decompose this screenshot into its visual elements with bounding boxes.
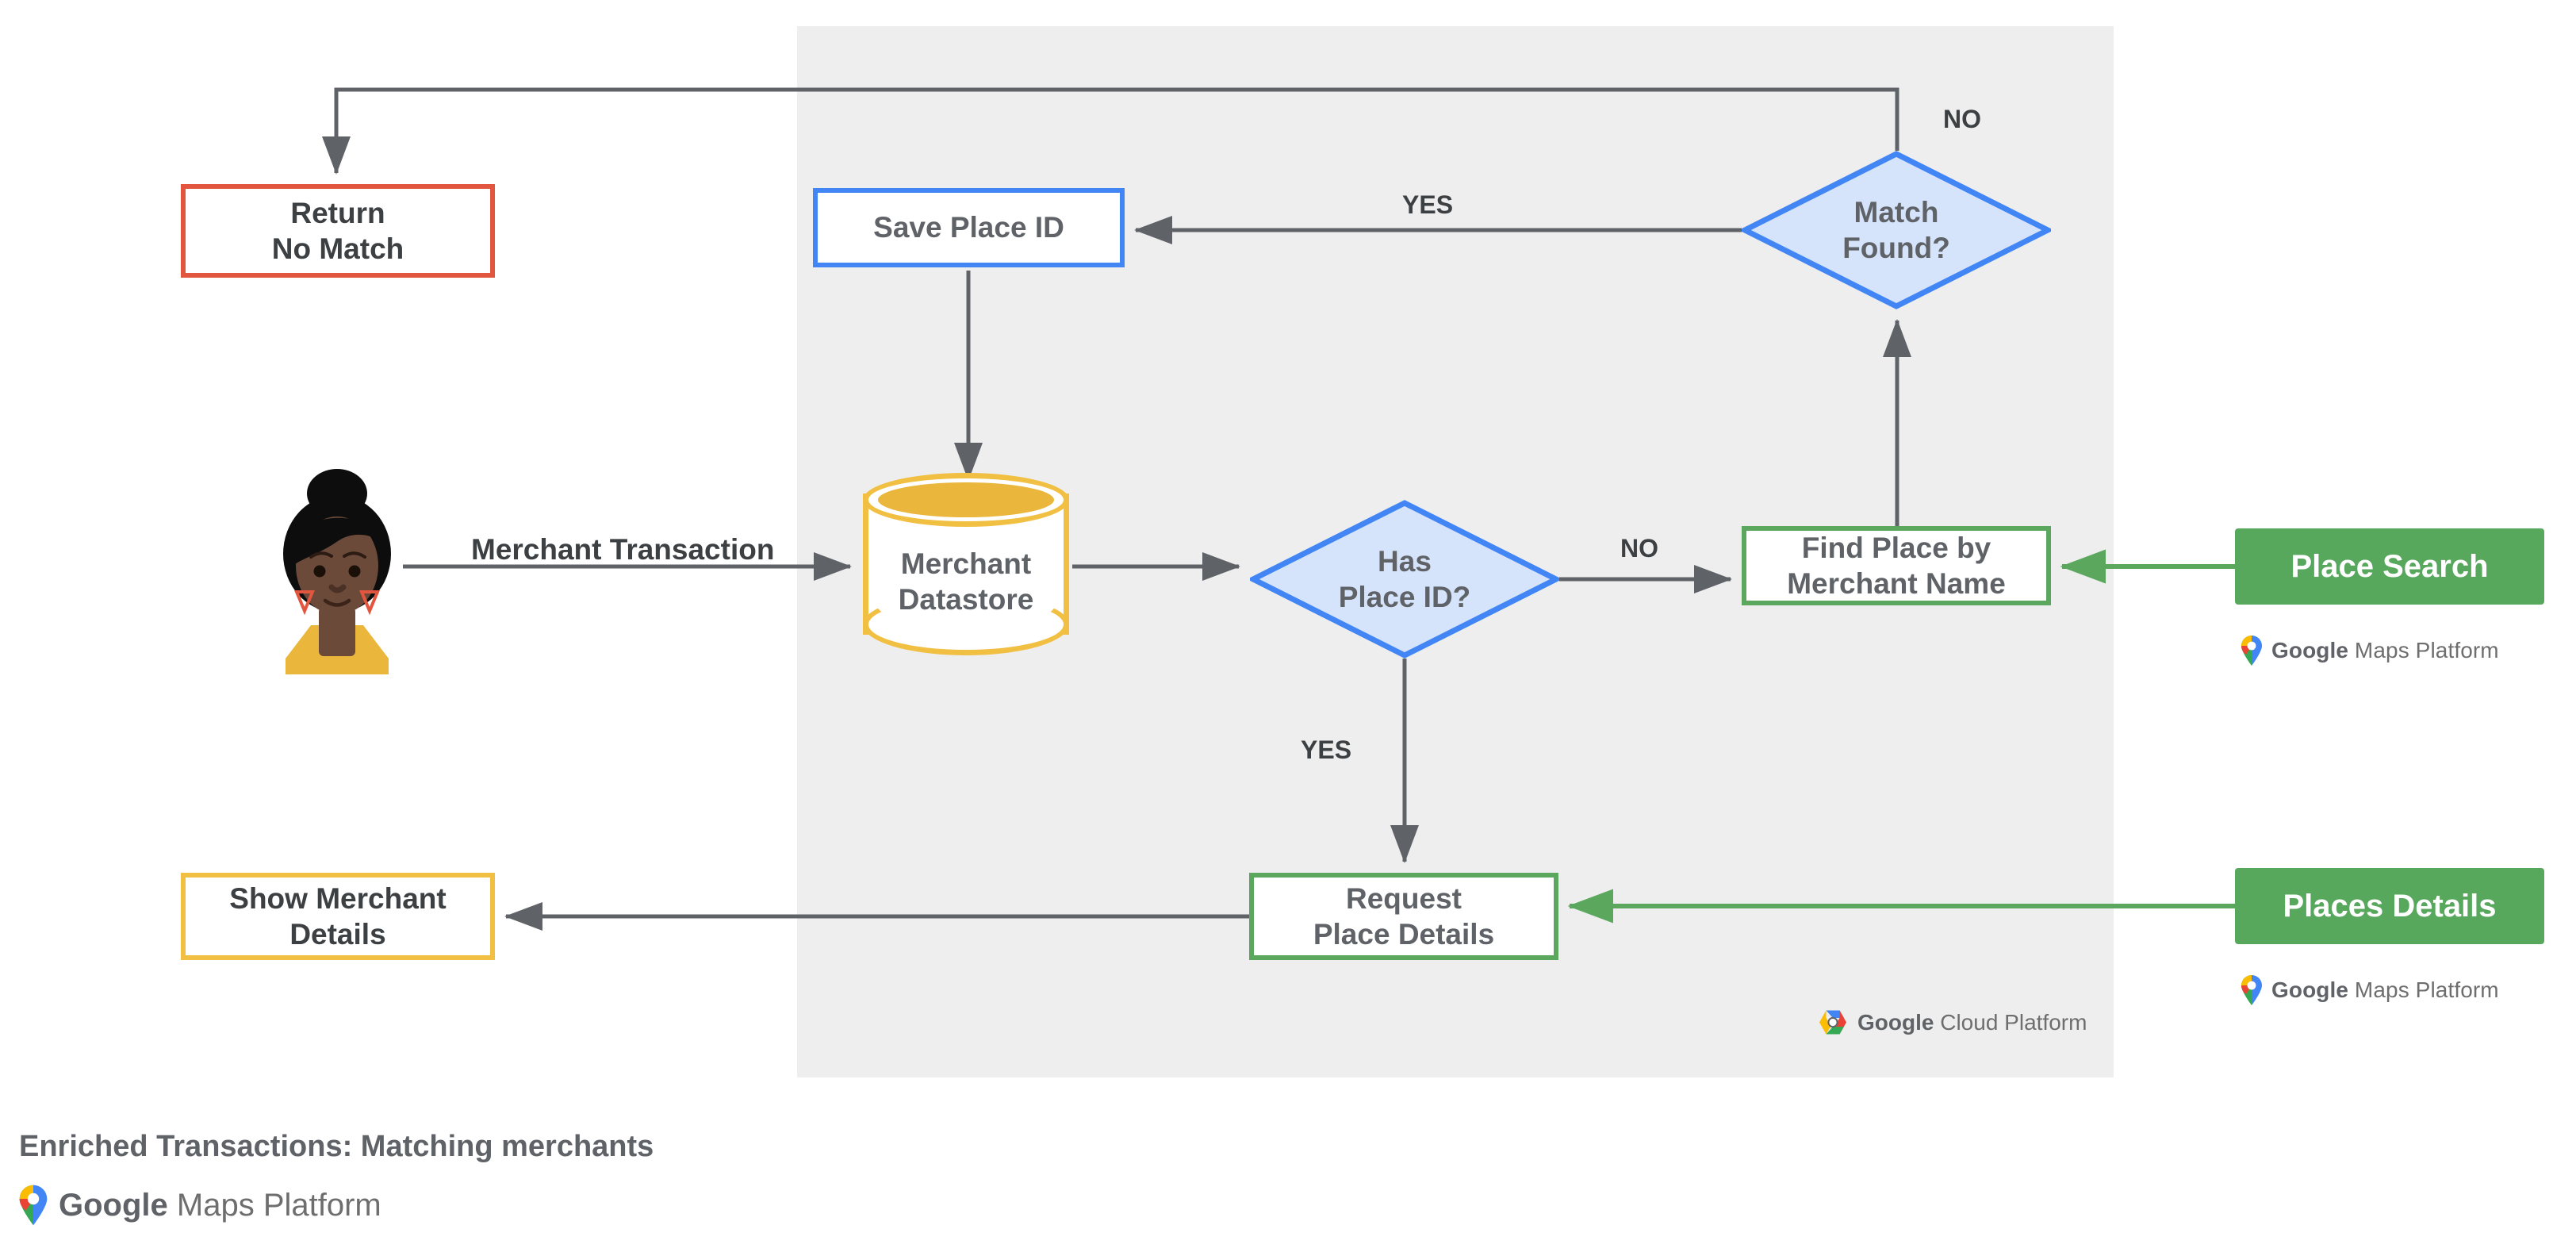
badge-product: Cloud Platform [1934,1010,2087,1035]
maps-pin-icon [19,1185,48,1226]
badge-brand: Google [2271,638,2349,662]
node-request-place-details[interactable]: Request Place Details [1249,873,1558,960]
node-match-found-label: Match Found? [1842,195,1950,264]
badge-google-maps-platform: Google Maps Platform [2240,974,2499,1006]
edge-label-has-place-id-no: NO [1620,534,1658,563]
node-merchant-datastore-label: Merchant Datastore [898,547,1034,616]
cylinder-bottom [863,593,1069,655]
badge-label: Google Maps Platform [2271,977,2499,1003]
node-has-place-id[interactable]: Has Place ID? [1250,500,1559,659]
node-merchant-datastore[interactable]: Merchant Datastore [863,473,1069,655]
edge-label-match-found-yes: YES [1402,190,1454,219]
node-has-place-id-label: Has Place ID? [1338,544,1471,613]
cylinder-top-fill [878,482,1054,517]
badge-label: Google Maps Platform [2271,638,2499,663]
edge-label-has-place-id-yes: YES [1301,735,1352,764]
maps-pin-icon [2241,975,2262,1005]
node-find-place-by-merchant-name[interactable]: Find Place by Merchant Name [1742,526,2051,605]
badge-google-maps-platform: Google Maps Platform [2240,635,2499,666]
badge-google-cloud-platform: Google Cloud Platform [1818,1009,2087,1036]
footer-badge-product: Maps Platform [167,1187,381,1223]
chip-places-details[interactable]: Places Details [2235,868,2544,944]
cloud-hexagon-icon [1819,1010,1846,1035]
footer-badge-label: Google Maps Platform [59,1188,381,1223]
chip-place-search[interactable]: Place Search [2235,528,2544,605]
page-title: Enriched Transactions: Matching merchant… [19,1130,654,1163]
badge-product: Maps Platform [2348,638,2499,662]
badge-brand: Google [1857,1010,1934,1035]
badge-product: Maps Platform [2348,977,2499,1002]
node-return-no-match[interactable]: Return No Match [181,184,495,278]
user-avatar-icon [283,469,391,674]
edge-label-match-found-no: NO [1943,105,1981,133]
footer-badge-brand: Google [59,1187,168,1223]
node-show-merchant-details[interactable]: Show Merchant Details [181,873,495,960]
edge-label-merchant-transaction: Merchant Transaction [471,533,775,566]
diamond-shape [1742,151,2051,309]
node-save-place-id[interactable]: Save Place ID [813,188,1125,267]
maps-pin-icon [2241,636,2262,666]
node-match-found[interactable]: Match Found? [1742,151,2051,309]
footer-badge-google-maps-platform: Google Maps Platform [17,1184,381,1227]
badge-label: Google Cloud Platform [1857,1010,2087,1035]
user-avatar [262,460,412,674]
diamond-shape [1250,500,1559,659]
badge-brand: Google [2271,977,2349,1002]
